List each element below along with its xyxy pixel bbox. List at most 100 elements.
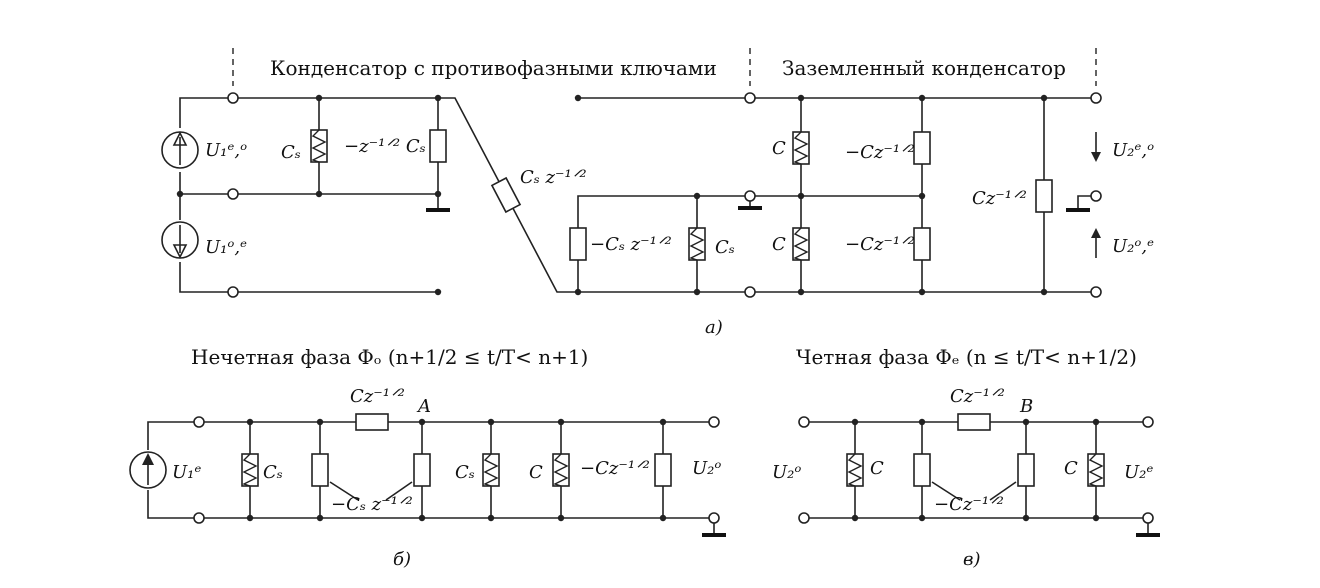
node	[851, 418, 859, 426]
node	[434, 190, 442, 198]
element-b-neg-cz	[654, 453, 672, 487]
terminal	[1142, 416, 1154, 428]
leader-line-right	[385, 481, 413, 501]
terminal	[744, 286, 756, 298]
arrow-up-icon	[172, 131, 188, 165]
label-neg-zcs: −z⁻¹ᐟ² Cₛ	[344, 136, 426, 157]
node	[851, 514, 859, 522]
zigzag-icon	[553, 453, 569, 487]
label-cs-right: Cₛ	[715, 237, 735, 258]
terminal	[193, 416, 205, 428]
label-neg-cs-z: −Cₛ z⁻¹ᐟ²	[590, 234, 672, 255]
zigzag-icon	[483, 453, 499, 487]
element-cs-z	[490, 176, 522, 214]
terminal	[193, 512, 205, 524]
ground-lead-right	[1077, 195, 1092, 210]
terminal	[227, 286, 239, 298]
label-b-cz-top: Cz⁻¹ᐟ²	[350, 386, 405, 407]
node	[918, 94, 926, 102]
element-neg-zcs	[429, 129, 447, 163]
caption-c: в)	[963, 549, 981, 570]
arrowhead-down-icon	[1091, 152, 1101, 162]
node	[246, 514, 254, 522]
panel-c: Четная фаза Φₑ (n ≤ t/T< n+1/2) Cz⁻¹ᐟ² B	[772, 345, 1160, 570]
node	[659, 514, 667, 522]
label-c-c-right: C	[1064, 458, 1078, 479]
element-b-neg-cs-left	[311, 453, 329, 487]
node	[487, 418, 495, 426]
label-c-bottom: C	[772, 234, 786, 255]
caption-b: б)	[393, 549, 411, 570]
terminal	[798, 416, 810, 428]
node	[797, 288, 805, 296]
node	[918, 418, 926, 426]
element-b-neg-cs-right	[413, 453, 431, 487]
node	[1040, 288, 1048, 296]
node	[315, 94, 323, 102]
label-u2o: U₂ᵒ	[692, 458, 721, 479]
zigzag-icon	[847, 453, 863, 487]
label-u2-oe: U₂ᵒ,ᵉ	[1112, 236, 1154, 257]
label-c-neg-cz: −Cz⁻¹ᐟ²	[934, 494, 1004, 515]
terminal	[708, 416, 720, 428]
node-a	[418, 418, 426, 426]
leader-line-left	[931, 481, 961, 501]
label-b-neg-cs-z: −Cₛ z⁻¹ᐟ²	[331, 494, 413, 515]
zigzag-icon	[1088, 453, 1104, 487]
element-b-cz-series	[355, 413, 389, 431]
label-b-c: C	[529, 462, 543, 483]
zigzag-icon	[311, 129, 327, 163]
node	[1092, 514, 1100, 522]
header-odd-phase: Нечетная фаза Φₒ (n+1/2 ≤ t/T< n+1)	[191, 345, 588, 369]
terminal	[744, 190, 756, 202]
label-c-u2o: U₂ᵒ	[772, 462, 801, 483]
label-neg-cz-top: −Cz⁻¹ᐟ²	[845, 142, 915, 163]
header-switched-capacitor: Конденсатор с противофазными ключами	[270, 56, 717, 80]
terminal	[1090, 92, 1102, 104]
arrowhead-up-icon	[1091, 228, 1101, 238]
node	[797, 192, 805, 200]
node	[557, 514, 565, 522]
node	[918, 192, 926, 200]
element-c-neg-left	[913, 453, 931, 487]
node	[1092, 418, 1100, 426]
element-c-cz-series	[957, 413, 991, 431]
label-u2e: U₂ᵉ	[1124, 462, 1153, 483]
label-cs: Cₛ	[281, 142, 301, 163]
label-u1-eo: U₁ᵉ,ᵒ	[205, 140, 247, 161]
panel-a: Конденсатор с противофазными ключами Заз…	[161, 48, 1154, 338]
label-u2-eo: U₂ᵉ,ᵒ	[1112, 140, 1154, 161]
label-c-c-left: C	[870, 458, 884, 479]
element-neg-cs-z	[569, 227, 587, 261]
element-neg-cz-top	[913, 131, 931, 165]
terminal	[227, 92, 239, 104]
arrow-down-icon	[172, 225, 188, 259]
label-b-cs-left: Cₛ	[263, 462, 283, 483]
terminal	[798, 512, 810, 524]
label-c-cz-top: Cz⁻¹ᐟ²	[950, 386, 1005, 407]
source-wire-left	[179, 97, 233, 293]
node	[315, 190, 323, 198]
label-node-b: B	[1019, 396, 1033, 417]
label-b-cs-right: Cₛ	[455, 462, 475, 483]
terminal	[1090, 286, 1102, 298]
node	[434, 288, 442, 296]
source-wire-b	[147, 421, 199, 519]
node	[176, 190, 184, 198]
label-u1e: U₁ᵉ	[172, 462, 201, 483]
label-node-a: A	[416, 396, 431, 417]
panel-b: Нечетная фаза Φₒ (n+1/2 ≤ t/T< n+1)	[129, 345, 726, 570]
node	[693, 192, 701, 200]
zigzag-icon	[793, 227, 809, 261]
arrowhead-up-icon	[142, 453, 154, 465]
wire-top-left	[233, 97, 580, 293]
element-neg-cz-bottom	[913, 227, 931, 261]
node	[659, 418, 667, 426]
label-u1-oe: U₁ᵒ,ᵉ	[205, 237, 247, 258]
node	[316, 418, 324, 426]
terminal	[708, 512, 720, 524]
zigzag-icon	[689, 227, 705, 261]
node	[797, 94, 805, 102]
terminal	[1142, 512, 1154, 524]
